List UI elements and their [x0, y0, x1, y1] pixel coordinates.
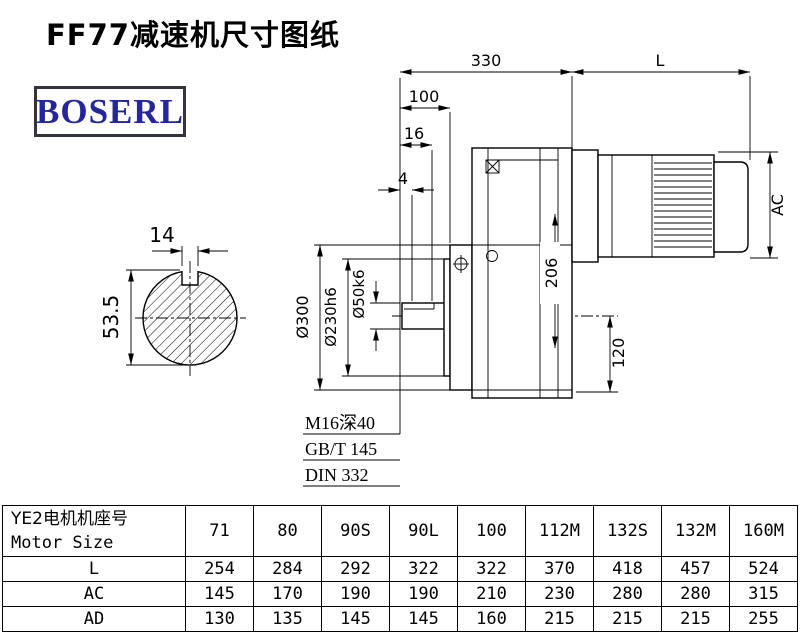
- dimensions: 330 L 100 16: [293, 51, 787, 434]
- motor-frame-col: 132S: [593, 505, 662, 557]
- bolt-hole-icon: [486, 250, 498, 262]
- note-din-standard: DIN 332: [305, 465, 369, 485]
- table-cell: 284: [253, 556, 322, 582]
- motor-size-header-cn: YE2电机机座号: [11, 509, 128, 530]
- dim-key-height-label: 53.5: [99, 295, 123, 340]
- table-cell: 190: [389, 581, 458, 607]
- dim-key-width-label: 14: [149, 223, 174, 247]
- table-cell: 315: [729, 581, 798, 607]
- dim-spigot-dia-label: Ø230h6: [322, 287, 340, 347]
- table-cell: 322: [389, 556, 458, 582]
- bolt-mark-icon: [485, 159, 500, 174]
- motor-frame-col: 112M: [525, 505, 594, 557]
- dim-330-label: 330: [471, 51, 502, 70]
- table-cell: 230: [525, 581, 594, 607]
- dim-120-label: 120: [609, 338, 628, 369]
- gearbox-main-view: [392, 147, 749, 399]
- dim-206: 206: [540, 214, 561, 348]
- row-label: AC: [2, 581, 186, 607]
- table-cell: 215: [661, 606, 730, 632]
- dim-key-height: 53.5: [99, 269, 186, 366]
- note-gb-standard: GB/T 145: [305, 439, 377, 459]
- motor: [571, 149, 749, 263]
- table-header-row: YE2电机机座号 Motor Size 71 80 90S 90L 100 11…: [2, 505, 798, 557]
- mounting-flange: [443, 244, 473, 391]
- row-label: AD: [2, 606, 186, 632]
- table-cell: 190: [321, 581, 390, 607]
- dim-4: 4: [378, 169, 434, 301]
- table-cell: 145: [185, 581, 254, 607]
- shaft-tap-notes: M16深40 GB/T 145 DIN 332: [303, 413, 400, 487]
- dimension-drawing: 14 53.5: [99, 51, 787, 487]
- table-cell: 215: [593, 606, 662, 632]
- motor-adapter: [571, 149, 599, 263]
- shaft-section-view: 14 53.5: [99, 223, 246, 376]
- table-row-AC: AC 145 170 190 190 210 230 280 280 315: [2, 581, 798, 607]
- table-cell: 135: [253, 606, 322, 632]
- table-row-L: L 254 284 292 322 322 370 418 457 524: [2, 556, 798, 582]
- motor-frame-col: 90L: [389, 505, 458, 557]
- motor-frame-col: 80: [253, 505, 322, 557]
- table-cell: 280: [593, 581, 662, 607]
- dim-16: 16: [400, 124, 433, 301]
- motor-frame-col: 160M: [729, 505, 798, 557]
- dim-4-label: 4: [398, 169, 408, 188]
- motor-size-header-cell: YE2电机机座号 Motor Size: [2, 505, 186, 557]
- dim-330: 330: [400, 51, 572, 75]
- motor-fins: [654, 162, 712, 248]
- motor-body: [597, 154, 715, 258]
- table-cell: 210: [457, 581, 526, 607]
- table-cell: 130: [185, 606, 254, 632]
- table-cell: 418: [593, 556, 662, 582]
- output-shaft: [401, 302, 451, 330]
- table-cell: 254: [185, 556, 254, 582]
- dim-spigot-dia: Ø230h6: [322, 258, 444, 377]
- motor-frame-col: 100: [457, 505, 526, 557]
- table-cell: 145: [389, 606, 458, 632]
- note-tap-size: M16深40: [305, 413, 375, 433]
- table-cell: 170: [253, 581, 322, 607]
- dim-100-label: 100: [409, 87, 440, 106]
- dim-AC-label: AC: [768, 194, 787, 216]
- dim-100: 100: [400, 87, 451, 243]
- table-cell: 280: [661, 581, 730, 607]
- table-cell: 160: [457, 606, 526, 632]
- table-cell: 370: [525, 556, 594, 582]
- dim-flange-dia: Ø300: [293, 244, 450, 391]
- table-cell: 145: [321, 606, 390, 632]
- table-cell: 255: [729, 606, 798, 632]
- table-row-AD: AD 130 135 145 145 160 215 215 215 255: [2, 606, 798, 632]
- dim-16-label: 16: [404, 124, 424, 143]
- dim-120: 120: [576, 316, 628, 393]
- dim-key-width: 14: [149, 223, 228, 266]
- motor-frame-col: 71: [185, 505, 254, 557]
- motor-size-header-en: Motor Size: [11, 532, 114, 553]
- page-title: FF77减速机尺寸图纸: [46, 18, 340, 52]
- dim-AC: AC: [718, 151, 787, 259]
- table-cell: 292: [321, 556, 390, 582]
- dim-flange-dia-label: Ø300: [293, 295, 312, 338]
- brand-logo-text: BOSERL: [36, 92, 184, 131]
- dim-206-label: 206: [542, 258, 561, 289]
- brand-logo: BOSERL: [34, 86, 186, 137]
- dim-L-label: L: [656, 51, 665, 70]
- dimension-table: YE2电机机座号 Motor Size 71 80 90S 90L 100 11…: [2, 505, 798, 632]
- dim-L: L: [572, 51, 750, 75]
- table-cell: 322: [457, 556, 526, 582]
- table-cell: 524: [729, 556, 798, 582]
- dim-shaft-dia: Ø50k6: [350, 269, 400, 351]
- motor-frame-col: 132M: [661, 505, 730, 557]
- row-label: L: [2, 556, 186, 582]
- dim-shaft-dia-label: Ø50k6: [350, 269, 368, 318]
- table-cell: 457: [661, 556, 730, 582]
- table-cell: 215: [525, 606, 594, 632]
- motor-frame-col: 90S: [321, 505, 390, 557]
- motor-fan-cowl: [713, 161, 749, 253]
